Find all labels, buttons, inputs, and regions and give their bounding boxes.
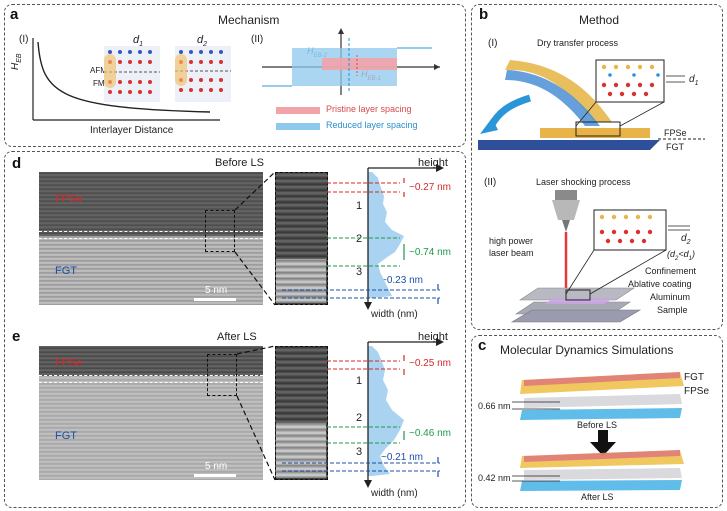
panel-e-label: e xyxy=(12,328,21,345)
panel-b-title: Method xyxy=(579,13,620,27)
fm-label: FM xyxy=(93,79,105,88)
panel-c-label: c xyxy=(478,337,487,354)
gap-bot-before: ~0.23 nm xyxy=(381,275,423,286)
panel-de-frame xyxy=(4,151,466,508)
panel-b-frame xyxy=(471,4,723,330)
md-gap-after: 0.42 nm xyxy=(478,473,511,483)
d2-less-d1-label: (d2<d1) xyxy=(667,249,695,262)
panel-a-sub2: (II) xyxy=(251,34,264,45)
panel-c-title: Molecular Dynamics Simulations xyxy=(500,343,674,357)
profile-tick2-after: 2 xyxy=(356,412,363,424)
panel-d-label: d xyxy=(12,155,22,172)
stem-fgt-label-after: FGT xyxy=(55,430,77,442)
stem-fpse-label-after: FPSe xyxy=(55,357,83,369)
stack-aluminum: Aluminum xyxy=(650,292,691,302)
gap-bot-after: ~0.21 nm xyxy=(381,452,423,463)
stem-image-after xyxy=(39,346,263,480)
laser-beam-line1: high power xyxy=(489,236,534,246)
zoom-inset-fgt-before xyxy=(276,259,326,303)
gap-mid-before: ~0.74 nm xyxy=(409,247,451,258)
md-gap-before: 0.66 nm xyxy=(478,401,511,411)
panel-b-sub1: (I) xyxy=(488,38,498,49)
md-after-label: After LS xyxy=(581,492,614,502)
panel-c-frame xyxy=(471,335,723,508)
gap-mid-after: ~0.46 nm xyxy=(409,428,451,439)
heb1-label: HEB-1 xyxy=(361,69,381,82)
zoom-inset-fgt-after xyxy=(276,423,326,478)
scale-bar-before xyxy=(194,298,236,301)
interface-dash-after-1 xyxy=(39,375,263,376)
stem-fpse-region-after xyxy=(39,346,263,376)
d1-label: d1 xyxy=(133,34,144,49)
profile-height-label-before: height xyxy=(418,157,448,169)
legend-pristine-text: Pristine layer spacing xyxy=(326,104,412,114)
zoom-box-after xyxy=(207,354,237,396)
panel-e-title: After LS xyxy=(217,331,257,343)
scale-label-after: 5 nm xyxy=(205,461,228,472)
gap-top-before: ~0.27 nm xyxy=(409,182,451,193)
profile-width-label-after: width (nm) xyxy=(371,488,418,499)
profile-width-label-before: width (nm) xyxy=(371,309,418,320)
legend-reduced-swatch xyxy=(276,123,320,130)
interface-dash-before-1 xyxy=(39,231,263,232)
panel-a-title: Mechanism xyxy=(218,13,280,27)
md-fgt-label: FGT xyxy=(684,372,704,383)
profile-tick3-after: 3 xyxy=(356,446,363,458)
scale-label-before: 5 nm xyxy=(205,285,228,296)
legend-reduced-text: Reduced layer spacing xyxy=(326,120,418,130)
stack-confinement: Confinement xyxy=(645,266,697,276)
dry-transfer-label: Dry transfer process xyxy=(537,38,619,48)
method-d1-label: d1 xyxy=(689,74,699,87)
interface-dash-after-2 xyxy=(39,382,263,383)
legend-pristine-swatch xyxy=(276,107,320,114)
profile-tick1-before: 1 xyxy=(356,200,363,212)
scale-bar-after xyxy=(194,474,236,477)
panel-b-label: b xyxy=(479,6,489,23)
profile-height-label-after: height xyxy=(418,331,448,343)
heb-axis-label: HEB xyxy=(10,53,23,70)
laser-process-label: Laser shocking process xyxy=(536,177,631,187)
interlayer-distance-label: Interlayer Distance xyxy=(90,125,174,136)
gap-top-after: ~0.25 nm xyxy=(409,358,451,369)
heb2-label: HEB-2 xyxy=(307,46,327,59)
zoom-inset-before xyxy=(275,172,328,305)
zoom-box-before xyxy=(205,210,235,252)
panel-b-sub2: (II) xyxy=(484,177,497,188)
stack-ablative: Ablative coating xyxy=(628,279,692,289)
stem-fpse-label-before: FPSe xyxy=(55,193,83,205)
method-fpse-label: FPSe xyxy=(664,128,687,138)
panel-d-title: Before LS xyxy=(215,157,264,169)
method-d2-label: d2 xyxy=(681,233,691,246)
zoom-inset-after xyxy=(275,346,328,480)
panel-a-sub1: (I) xyxy=(19,34,29,45)
md-before-label: Before LS xyxy=(577,420,618,430)
stem-fgt-label-before: FGT xyxy=(55,265,77,277)
panel-a-frame xyxy=(4,4,466,147)
laser-beam-line2: laser beam xyxy=(489,248,534,258)
d2-label: d2 xyxy=(197,34,208,49)
md-fpse-label: FPSe xyxy=(684,386,710,397)
profile-tick1-after: 1 xyxy=(356,375,363,387)
afm-label: AFM xyxy=(90,66,107,75)
stem-fgt-region-before xyxy=(39,236,263,305)
method-fgt-label: FGT xyxy=(666,142,684,152)
profile-tick2-before: 2 xyxy=(356,233,363,245)
stack-sample: Sample xyxy=(657,305,688,315)
panel-a-label: a xyxy=(10,6,19,23)
interface-dash-before-2 xyxy=(39,238,263,239)
profile-tick3-before: 3 xyxy=(356,266,363,278)
stem-image-before xyxy=(39,172,263,305)
